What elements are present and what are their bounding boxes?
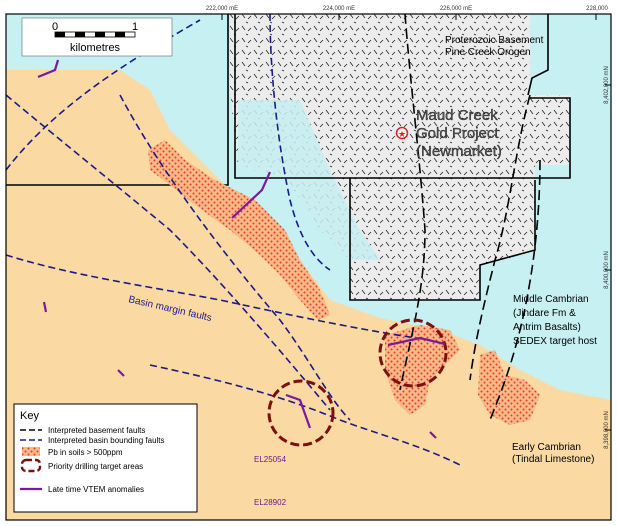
vtem-anomalies — [37, 59, 446, 439]
basement-title: Proterozoic Basement — [445, 35, 544, 46]
grid-label-x2: 224,000 mE — [323, 6, 355, 12]
legend: Key Interpreted basement faults Interpre… — [13, 403, 198, 513]
tenement-boundaries — [6, 14, 571, 301]
project-star-icon — [395, 126, 409, 140]
target-circle-central — [378, 318, 448, 388]
grid-label-x4: 228,000 — [586, 6, 608, 12]
svg-text:★: ★ — [398, 129, 406, 139]
scale-one-label: 1 — [132, 21, 138, 33]
scale-zero-label: 0 — [52, 21, 58, 33]
mid-cambrian-1: Middle Cambrian — [513, 294, 589, 305]
project-label-3: (Newmarket) — [416, 143, 502, 160]
grid-label-x3: 226,000 mE — [440, 6, 472, 12]
pb-soil-nw — [148, 140, 330, 320]
legend-item-basin-faults: Interpreted basin bounding faults — [48, 436, 165, 445]
legend-title: Key — [20, 410, 39, 422]
early-cambrian-1: Early Cambrian — [512, 442, 581, 453]
mid-cambrian-4: SEDEX target host — [513, 336, 597, 347]
scale-bar: 0 1 kilometres — [21, 17, 173, 57]
project-label-1: Maud Creek — [416, 107, 498, 124]
basement-faults — [399, 13, 541, 421]
tenement-label-1: EL25054 — [254, 455, 287, 464]
grid-label-y1: 8,402,000 mN — [604, 66, 610, 104]
cyan-inlay — [238, 100, 380, 260]
legend-item-targets: Priority drilling target areas — [48, 462, 143, 471]
basement-subtitle: Pine Creek Orogen — [445, 47, 531, 58]
mid-cambrian-3: Antrim Basalts) — [513, 322, 581, 333]
legend-item-pb-soils: Pb in soils > 500ppm — [48, 448, 123, 457]
pb-soil-central — [385, 325, 460, 415]
target-circle-south — [267, 379, 335, 447]
grid-label-y2: 8,400,000 mN — [604, 251, 610, 289]
legend-item-vtem: Late time VTEM anomalies — [48, 485, 144, 494]
early-cambrian-2: (Tindal Limestone) — [512, 454, 594, 465]
grid-label-y3: 8,398,000 mN — [604, 411, 610, 449]
project-label-2: Gold Project — [416, 125, 499, 142]
mid-cambrian-2: (Jindare Fm & — [513, 308, 576, 319]
pb-soil-east — [478, 350, 540, 425]
grid-label-x1: 222,000 mE — [206, 6, 238, 12]
scale-unit-label: kilometres — [70, 42, 121, 54]
basement-hatch — [230, 14, 570, 300]
tenement-label-2: EL28902 — [254, 498, 287, 507]
legend-item-basement-faults: Interpreted basement faults — [48, 426, 145, 435]
